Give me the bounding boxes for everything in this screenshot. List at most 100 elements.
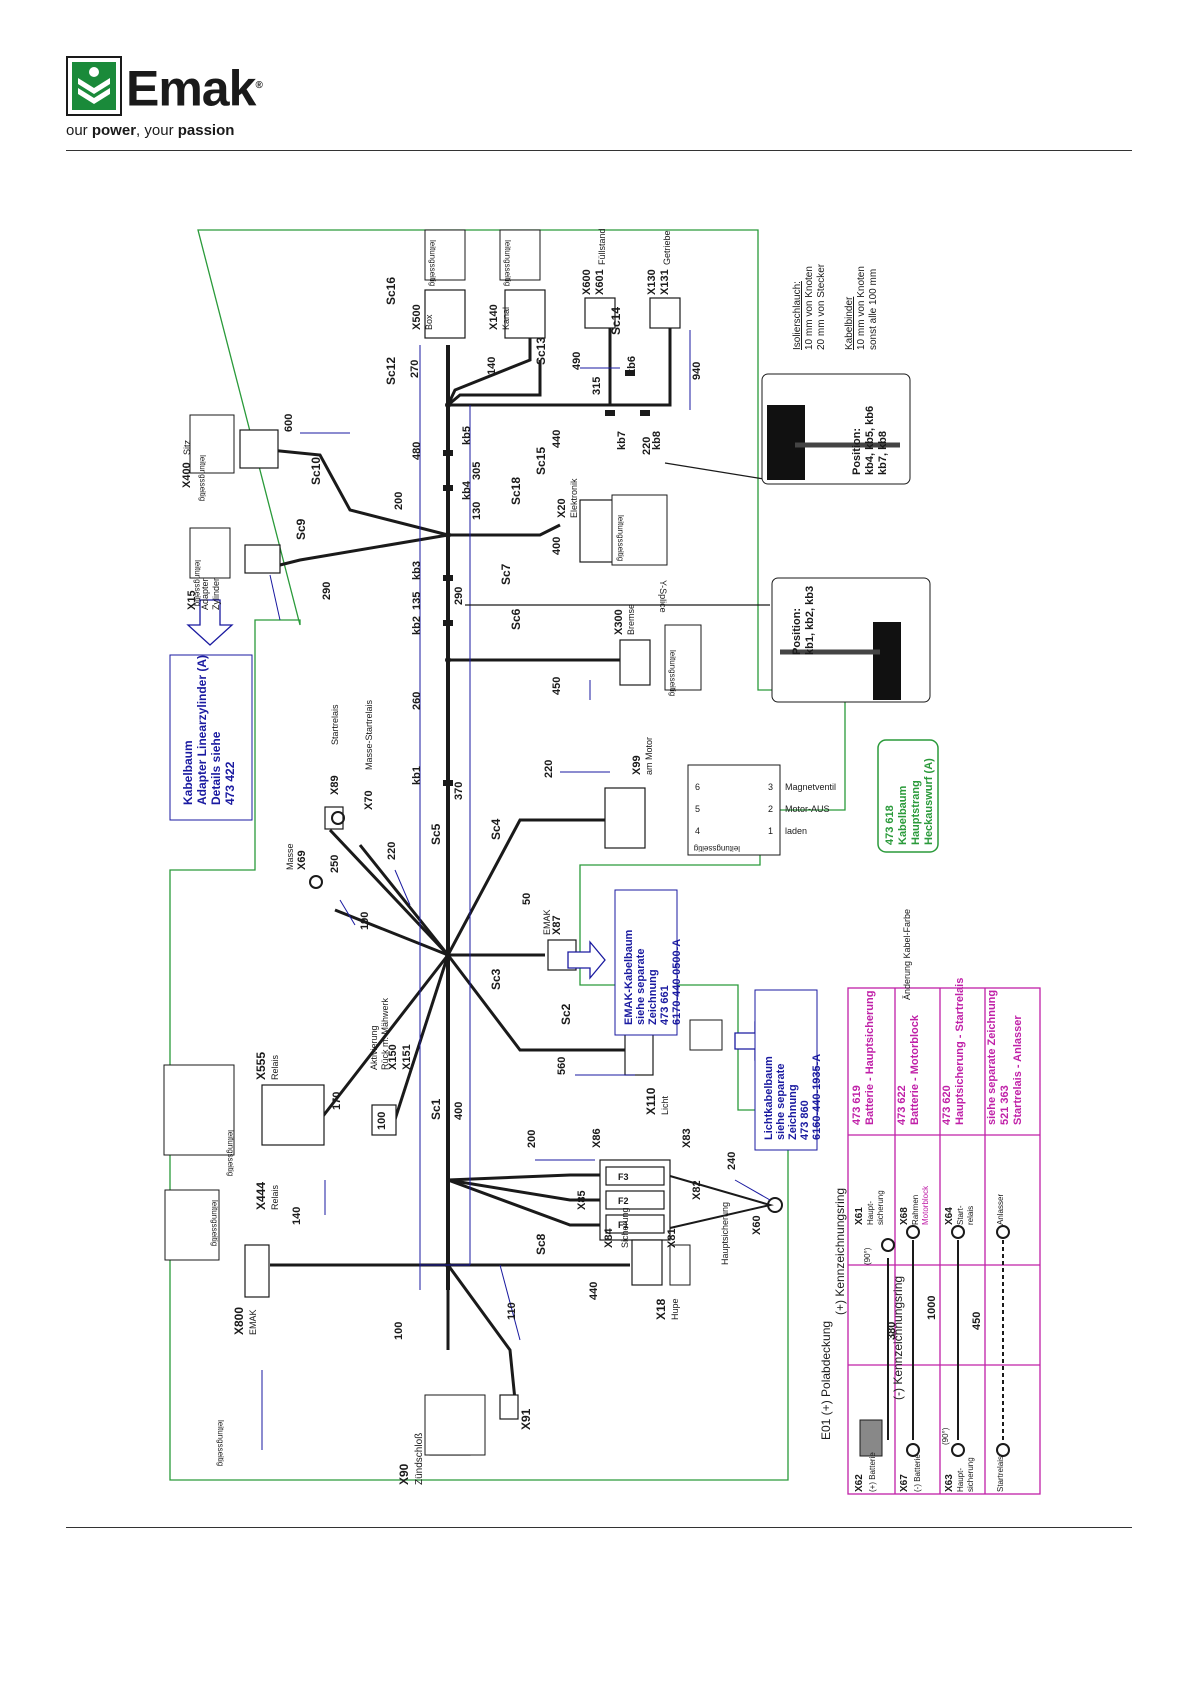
dim-140: 140 — [291, 1207, 303, 1225]
label-x70: X70 — [363, 790, 375, 810]
footer-rule — [66, 1527, 1132, 1528]
x68-sub1: Rahmen — [911, 1195, 920, 1225]
label-x131: X131 — [659, 269, 671, 295]
label-x90: X90 — [397, 1463, 411, 1485]
emak-note: EMAK-Kabelbaum siehe separate Zeichnung … — [623, 929, 683, 1025]
label-sc10: Sc10 — [309, 457, 323, 485]
label-x140-sub: Kanal — [501, 307, 511, 330]
r2c: Änderung Kabel-Farbe — [902, 909, 912, 1000]
x68-sub2: Motorblock — [921, 1185, 930, 1225]
dim-380: 380 — [886, 1322, 898, 1340]
leitungsseitig-label: leitungsseitig — [210, 1200, 219, 1246]
x99-label-magnetventil: Magnetventil — [785, 782, 836, 792]
label-sc18: Sc18 — [509, 477, 523, 505]
isol-note-line-4: Kabelbinder — [844, 296, 855, 350]
emak-note-line-4: 473 661 — [659, 985, 671, 1025]
x67-sub: (-) Batterie — [913, 1454, 922, 1492]
adapter-note-line-3: Details siehe — [209, 731, 223, 805]
r3a: 473 620 — [941, 1085, 953, 1125]
label-x600-sub: Füllstand — [597, 228, 607, 265]
battery-cables — [887, 1240, 1004, 1440]
r2b: Batterie - Motorblock — [909, 1014, 921, 1125]
label-x69: X69 — [296, 850, 308, 870]
label-x99: X99 — [631, 755, 643, 775]
label-x87-sub: EMAK — [542, 909, 552, 935]
haupt-note-line-1: 473 618 — [884, 805, 896, 845]
x63-label: X63 — [944, 1474, 955, 1492]
label-x20-sub: Elektronik — [569, 478, 579, 518]
dim-560: 560 — [556, 1057, 568, 1075]
label-x500: X500 — [411, 304, 423, 330]
licht-note-line-1: Lichtkabelbaum — [763, 1056, 775, 1140]
x99-pin-2: 2 — [768, 804, 773, 814]
pos2-line-2: kb4, kb5, kb6 — [864, 406, 876, 475]
isol-note-line-1: Isolierschlauch: — [792, 281, 803, 350]
dim-50: 50 — [521, 893, 533, 905]
label-x87: X87 — [551, 915, 563, 935]
label-kb3: kb3 — [411, 561, 423, 580]
label-x600: X600 — [581, 269, 593, 295]
adapter-note-line-2: Adapter Linearzylinder (A) — [195, 655, 209, 805]
haupt-note-line-2: Kabelbaum — [897, 785, 909, 845]
leitungsseitig-label: leitungsseitig — [428, 240, 437, 286]
label-x800-sub: EMAK — [248, 1309, 258, 1335]
dim-370: 370 — [453, 782, 465, 800]
dim-440b: 440 — [588, 1282, 600, 1300]
isol-note-line-2: 10 mm von Knoten — [804, 266, 815, 350]
dim-140b: 140 — [486, 357, 498, 375]
label-x84: X84 — [603, 1228, 615, 1248]
licht-note-line-4: 473 860 — [799, 1100, 811, 1140]
label-x69-sub: Masse — [285, 843, 295, 870]
ring-terminals — [309, 811, 345, 889]
connector-faces — [163, 229, 781, 1456]
x68-label: X68 — [899, 1207, 910, 1225]
label-x85: X85 — [576, 1190, 588, 1210]
dim-290a: 290 — [453, 587, 465, 605]
label-x400: X400 — [181, 462, 193, 488]
x99-pin-3: 3 — [768, 782, 773, 792]
x60-ring-icon — [767, 1197, 783, 1213]
label-x444: X444 — [254, 1182, 268, 1210]
label-kb2: kb2 — [411, 616, 423, 635]
label-x110-sub: Licht — [660, 1095, 670, 1115]
label-x18: X18 — [654, 1298, 668, 1320]
leitungsseitig-label: leitungsseitig — [226, 1130, 235, 1176]
label-kb4: kb4 — [461, 480, 473, 500]
dim-480: 480 — [411, 442, 423, 460]
cable-ties — [443, 370, 650, 786]
x99-label-motor-aus: Motor-AUS — [785, 804, 830, 814]
x61-sub1: Haupt- — [866, 1201, 875, 1225]
r1a: 473 619 — [851, 1085, 863, 1125]
header-rule — [66, 150, 1132, 151]
label-x60-sub: Hauptsicherung — [720, 1202, 730, 1265]
x99-pin-5: 5 — [695, 804, 700, 814]
label-x86: X86 — [591, 1128, 603, 1148]
haupt-note: 473 618 Kabelbaum Hauptstrang Heckauswur… — [884, 758, 935, 845]
haupt-note-box — [877, 739, 939, 853]
label-x400-sub: Sitz — [182, 439, 192, 455]
dim-110: 110 — [506, 1302, 518, 1320]
label-sc8: Sc8 — [534, 1233, 548, 1255]
label-sc6: Sc6 — [509, 608, 523, 630]
dimension-lines — [261, 330, 771, 1450]
haupt-note-line-4: Heckauswurf (A) — [923, 758, 935, 845]
label-x150-sub2: Rück m. Mähwerk — [380, 997, 390, 1070]
emak-note-line-5: 6170-440-0500-A — [671, 939, 683, 1025]
pos1-line-2: kb1, kb2, kb3 — [804, 586, 816, 655]
position-notes: Position: kb1, kb2, kb3 Position: kb4, k… — [791, 406, 889, 655]
branch-wires — [269, 320, 672, 1401]
emak-note-line-2: siehe separate — [635, 949, 647, 1025]
x64-label: X64 — [944, 1207, 955, 1225]
label-x89-sub: Startrelais — [330, 704, 340, 745]
leitungsseitig-label: leitungsseitig — [503, 240, 512, 286]
leitungsseitig-label: leitungsseitig — [668, 650, 677, 696]
leitungsseitig-label: leitungsseitig — [216, 1420, 225, 1466]
label-x130: X130 — [646, 269, 658, 295]
isolation-note: Isolierschlauch: 10 mm von Knoten 20 mm … — [792, 263, 879, 350]
dim-170: 170 — [331, 1092, 343, 1110]
label-x83: X83 — [681, 1128, 693, 1148]
adapter-note-line-4: 473 422 — [223, 761, 237, 805]
svg-text:F1: F1 — [618, 1220, 629, 1230]
callout-leaders — [465, 462, 771, 606]
dim-440: 440 — [551, 430, 563, 448]
